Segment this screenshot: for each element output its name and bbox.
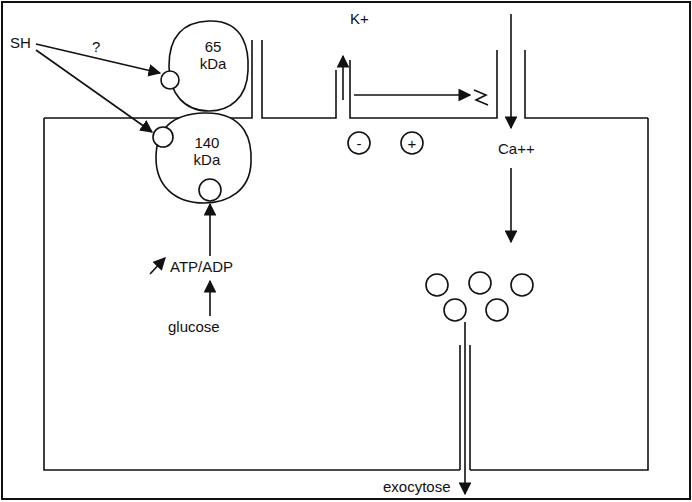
charge-circle: + (398, 131, 426, 155)
label-text: ATP/ADP (170, 258, 233, 275)
node-text: 65 kDa (195, 38, 231, 72)
label-text: glucose (168, 318, 220, 335)
arrows (36, 14, 511, 494)
subunit-outline (156, 113, 251, 203)
vesicles (426, 272, 533, 321)
label-text: exocytose (383, 478, 451, 495)
binding-site (199, 179, 221, 201)
cell-membrane (44, 40, 648, 470)
node-text: - (349, 135, 369, 152)
protein-subunit: 140 kDa (155, 112, 253, 204)
label-text: SH (10, 34, 31, 51)
charge-circle: - (345, 131, 373, 155)
charge-outline (401, 132, 423, 154)
charge-outline (348, 132, 370, 154)
binding-site (161, 71, 179, 89)
protein-subunit: 65 kDa (168, 20, 250, 112)
binding-site (153, 127, 173, 147)
label-text: ? (92, 38, 100, 55)
label-text: Ca++ (498, 140, 535, 157)
node-text: + (402, 135, 422, 152)
subunit-outline (169, 21, 248, 111)
label-text: K+ (350, 10, 369, 27)
node-text: 140 kDa (187, 134, 227, 168)
